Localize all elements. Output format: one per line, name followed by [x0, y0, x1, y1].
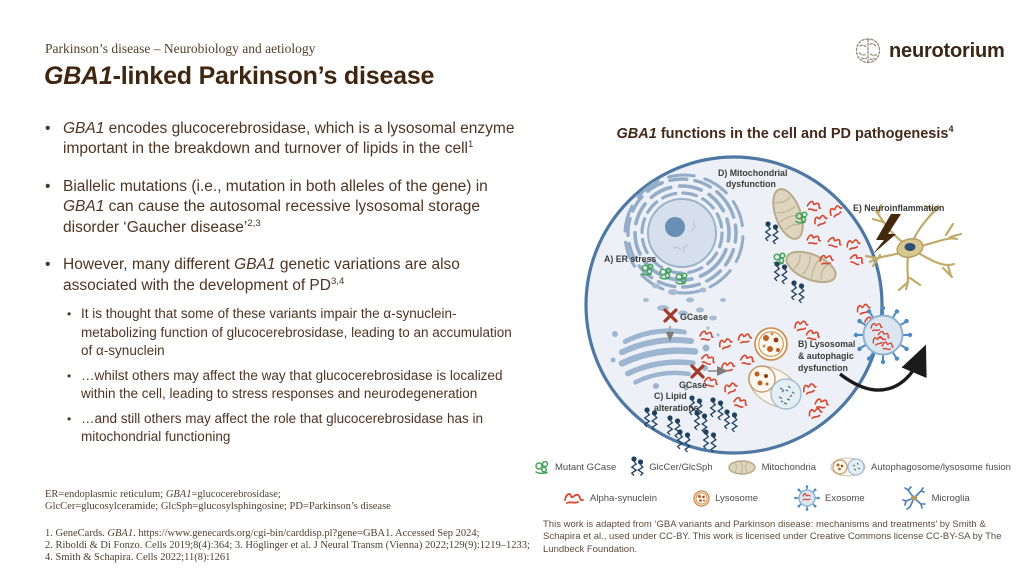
cell-diagram: GCase GCase A) ER stress D) Mitochondria…	[584, 155, 963, 455]
legend-row: Mutant GCase GlcCer/GlcSph Mitochondria …	[535, 456, 1024, 478]
legend-item: Autophagosome/lysosome fusion	[830, 457, 1011, 477]
legend-label: Lysosome	[715, 492, 759, 504]
brain-icon	[855, 38, 881, 64]
legend-item: Microglia	[901, 485, 970, 511]
legend-item: Lysosome	[693, 489, 759, 507]
legend-item: Mitochondria	[727, 459, 816, 476]
diagram-legend: Mutant GCase GlcCer/GlcSph Mitochondria …	[535, 456, 1024, 511]
golgi-vesicles	[610, 331, 710, 391]
label-er-stress: A) ER stress	[604, 254, 656, 264]
reference-line: 2. Riboldi & Di Fonzo. Cells 2019;8(4):3…	[45, 539, 530, 551]
references: 1. GeneCards. GBA1. https://www.genecard…	[45, 528, 535, 563]
mitochondria-icon	[727, 459, 756, 475]
label-lysosomal-1: B) Lysosomal	[798, 339, 855, 349]
legend-label: Exosome	[825, 492, 865, 504]
license-text: This work is adapted from ‘GBA variants …	[543, 519, 1002, 555]
sub-bullet-item: …and still others may affect the role th…	[67, 410, 523, 447]
legend-item: Mutant GCase	[535, 460, 617, 474]
gcase-blocked-er: GCase	[663, 308, 708, 342]
mutant-gcase-icon	[535, 460, 549, 474]
legend-label: Mitochondria	[761, 461, 816, 473]
abbreviations-footnote: ER=endoplasmic reticulum; GBA1=glucocere…	[45, 489, 391, 513]
label-lysosomal-2: & autophagic	[798, 351, 854, 361]
bullet-item: However, many different GBA1 genetic var…	[45, 255, 523, 296]
er-vesicles	[643, 283, 726, 337]
glccer-glcsph-icon	[630, 456, 645, 476]
lysosome-icon	[693, 489, 710, 507]
legend-label: Microglia	[931, 492, 970, 504]
legend-label: Autophagosome/lysosome fusion	[871, 461, 1011, 473]
legend-label: GlcCer/GlcSph	[649, 461, 713, 473]
gcase-label: GCase	[680, 312, 708, 322]
golgi-apparatus	[618, 328, 699, 385]
legend-label: Mutant GCase	[555, 461, 617, 473]
lysosome	[754, 327, 788, 361]
nucleus	[647, 198, 717, 268]
label-lipid-2: alterations	[654, 403, 699, 413]
page-title: GBA1-linked Parkinson’s disease	[44, 62, 435, 90]
red-x-icon	[663, 308, 678, 323]
lightning-bolt-icon	[873, 214, 901, 254]
legend-item: GlcCer/GlcSph	[630, 456, 713, 478]
reference-line: 4. Smith & Schapira. Cells 2022;11(8):12…	[45, 551, 231, 563]
red-x-icon	[690, 364, 705, 379]
alpha-synuclein-icon	[564, 492, 584, 504]
legend-row: Alpha-synuclein Lysosome Exosome Microgl…	[535, 485, 1024, 511]
gcase-blocked-golgi: GCase	[679, 364, 729, 390]
legend-item: Exosome	[794, 485, 865, 511]
label-mito-dysfunction-2: dysfunction	[726, 179, 776, 189]
legend-label: Alpha-synuclein	[590, 492, 658, 504]
nucleolus	[665, 217, 685, 237]
neurotorium-logo: neurotorium	[853, 36, 1005, 66]
sub-bullet-item: …whilst others may affect the way that g…	[67, 367, 523, 404]
diagram-title: GBA1 functions in the cell and PD pathog…	[616, 124, 954, 142]
sub-bullet-item: It is thought that some of these variant…	[67, 305, 523, 360]
label-neuroinflammation: E) Neuroinflammation	[853, 203, 944, 213]
autophagosome-lysosome-fusion	[748, 365, 802, 410]
legend-item: Alpha-synuclein	[563, 492, 657, 505]
reference-line: 1. GeneCards. GBA1. https://www.genecard…	[45, 528, 480, 539]
label-mito-dysfunction-1: D) Mitochondrial	[718, 168, 787, 178]
exosome-icon	[794, 485, 820, 511]
label-lysosomal-3: dysfunction	[798, 363, 848, 373]
bullet-list: GBA1 encodes glucocerebrosidase, which i…	[45, 119, 523, 453]
microglia-icon	[901, 486, 926, 510]
label-lipid-1: C) Lipid	[654, 391, 687, 401]
bullet-item: GBA1 encodes glucocerebrosidase, which i…	[45, 119, 523, 160]
bullet-item: Biallelic mutations (i.e., mutation in b…	[45, 177, 523, 238]
exosome-release-arrow	[838, 344, 927, 392]
gcase-label: GCase	[679, 380, 707, 390]
autophagosome-lysosome-fusion-icon	[830, 457, 866, 477]
logo-text: neurotorium	[889, 39, 1005, 62]
microglia-nucleus	[904, 243, 916, 251]
breadcrumb: Parkinson’s disease – Neurobiology and a…	[45, 41, 316, 56]
